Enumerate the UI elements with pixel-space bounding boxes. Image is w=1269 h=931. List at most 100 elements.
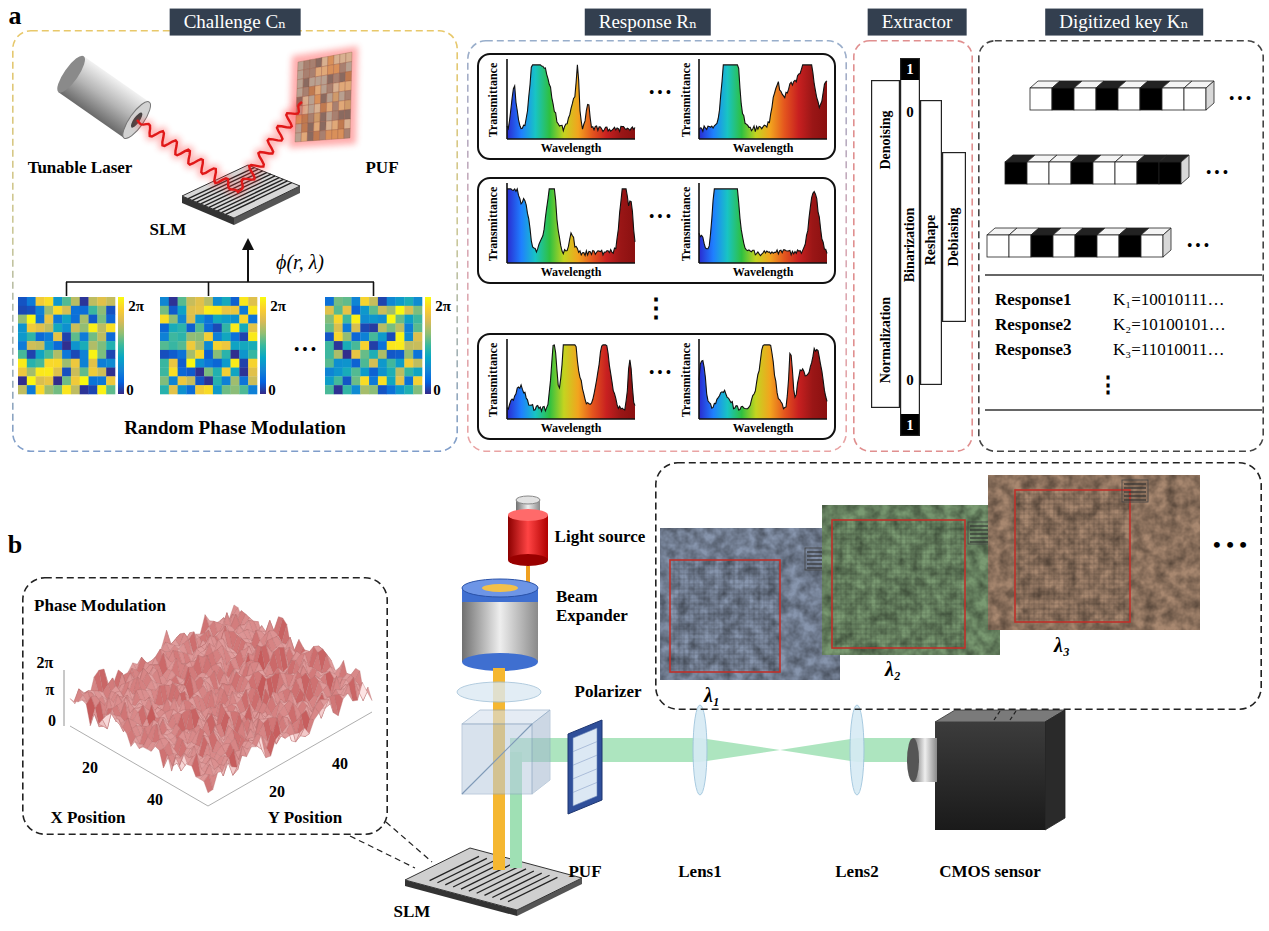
camera-frame (832, 564, 965, 565)
phase-map (231, 341, 240, 350)
phase-map (222, 332, 231, 341)
phase-map (160, 376, 169, 385)
camera-frame (832, 569, 965, 570)
camera-frame (1015, 559, 1130, 560)
phase-surface (135, 742, 144, 749)
beam-splitter (532, 710, 550, 794)
puf-plate (326, 102, 332, 112)
phase-map (378, 332, 387, 341)
phase-map (369, 368, 378, 377)
phase-map (186, 323, 195, 332)
phase-surface (219, 673, 228, 685)
camera-frame (1015, 509, 1130, 510)
phase-map (325, 315, 334, 324)
phase-map (71, 297, 80, 306)
puf-plate (315, 94, 321, 104)
phase-map (97, 341, 106, 350)
phase-map (169, 350, 178, 359)
slm-plate (492, 873, 541, 897)
phase-map (89, 297, 98, 306)
phase-map (18, 385, 27, 394)
phase-map (44, 376, 53, 385)
phase-map (404, 385, 413, 394)
phase-map (213, 297, 222, 306)
phase-surface (127, 729, 136, 746)
panel-heading: Response Rₙ (585, 9, 711, 36)
phase-map (396, 368, 405, 377)
phase-map (53, 368, 62, 377)
bit-strip (1115, 162, 1137, 184)
spectrum-plot (506, 339, 508, 419)
phase-map (44, 315, 53, 324)
puf-plate (339, 101, 345, 111)
puf-plate (295, 124, 301, 133)
phase-map (231, 376, 240, 385)
phase-map (343, 306, 352, 315)
bit-strip (1097, 235, 1119, 257)
phase-map (204, 368, 213, 377)
puf-plate (340, 63, 346, 73)
phase-map (213, 341, 222, 350)
spectrum-plot (699, 65, 827, 139)
phase-map (27, 341, 36, 350)
camera-frame (674, 560, 675, 672)
phase-map (71, 306, 80, 315)
camera-frame (1069, 490, 1070, 622)
camera-frame (832, 644, 965, 645)
phase-map (106, 332, 115, 341)
phase-map (325, 368, 334, 377)
phase-map (160, 359, 169, 368)
phase-map (360, 376, 369, 385)
phase-map (204, 350, 213, 359)
puf-plate (338, 110, 344, 120)
leader-line (350, 711, 1016, 868)
camera-frame (1015, 529, 1130, 530)
phase-map (369, 297, 378, 306)
phase-map (222, 359, 231, 368)
spectrum-plot (507, 65, 635, 132)
spectrum-plot (507, 345, 635, 419)
phase-map (97, 359, 106, 368)
spectrum-plot (507, 345, 635, 411)
phase-map (204, 359, 213, 368)
table-rule (985, 409, 1262, 411)
polarizer-disc (457, 682, 541, 702)
slm-plate (477, 869, 526, 893)
camera-frame (670, 619, 780, 620)
phase-map (178, 297, 187, 306)
phase-map (404, 368, 413, 377)
phase-surface (86, 697, 95, 726)
phase-map (71, 332, 80, 341)
node-outline (478, 54, 835, 159)
puf-plate (345, 90, 351, 100)
phase-map (334, 359, 343, 368)
phase-map (53, 359, 62, 368)
phase-map (222, 341, 231, 350)
phase-surface (64, 670, 65, 726)
phase-map (369, 350, 378, 359)
camera-frame (1109, 490, 1110, 622)
phase-map (248, 376, 257, 385)
phase-map (106, 306, 115, 315)
phase-map (62, 350, 71, 359)
spectrum-plot (698, 183, 700, 263)
phase-surface (90, 708, 99, 727)
camera-frame (1015, 574, 1130, 575)
bit-strip (1096, 88, 1118, 110)
spectrum-plot (507, 339, 635, 419)
bit-strip (1005, 155, 1189, 184)
phase-surface (207, 690, 216, 709)
phase-map (27, 359, 36, 368)
phase-map (351, 368, 360, 377)
camera-frame (670, 624, 780, 625)
dashed-panel: Response RₙTransmittanceWavelength• • •T… (467, 40, 847, 452)
puf-plate (298, 61, 304, 71)
puf-plate (346, 62, 352, 73)
puf-plate (344, 119, 350, 129)
beam-expander (462, 579, 538, 597)
camera-frame (660, 528, 840, 680)
puf-plate (321, 66, 327, 76)
phase-map (413, 385, 422, 394)
phase-map (53, 341, 62, 350)
phase-surface (310, 707, 319, 720)
